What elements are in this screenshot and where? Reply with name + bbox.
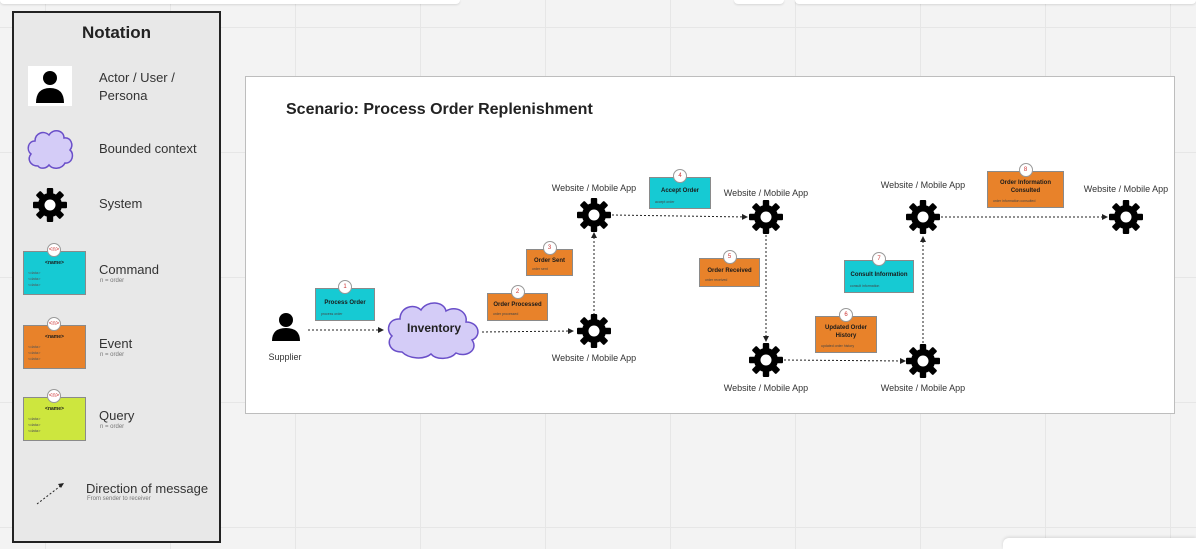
event-sub: n = order: [100, 352, 125, 358]
card-order-badge: 5: [722, 250, 737, 264]
card-title: Accept Order: [660, 188, 699, 194]
connectors: [308, 213, 1108, 364]
command-card-fields: <data> <data> <data>: [28, 270, 41, 287]
command-badge: <n>: [47, 243, 61, 257]
direction-sub: From sender to receiver: [87, 496, 151, 502]
bottom-toolbar[interactable]: [1003, 538, 1196, 549]
card-sub: updated order history: [821, 344, 855, 348]
actor-icon: [28, 66, 72, 106]
card-sub: order sent: [532, 267, 548, 271]
card-sub: order received: [705, 278, 728, 282]
supplier-label: Supplier: [268, 352, 302, 362]
arrow-app4-app5: [783, 357, 906, 364]
card-order-badge: 3: [542, 241, 557, 255]
system-label: Website / Mobile App: [880, 180, 966, 190]
gear-icon: [32, 187, 68, 228]
system-gear-icon[interactable]: [905, 199, 941, 240]
command-sub: n = order: [100, 278, 125, 284]
inventory-bounded-context[interactable]: Inventory: [384, 296, 484, 360]
arrow-app2-app3: [611, 213, 748, 220]
query-card: <name> <data> <data> <data>: [23, 397, 86, 441]
card-title: Updated Order History: [824, 325, 867, 339]
query-card-fields: <data> <data> <data>: [28, 416, 41, 433]
query-label: Query: [99, 408, 135, 423]
bounded-context-label: Bounded context: [99, 141, 197, 156]
supplier-actor-icon: [268, 309, 304, 343]
query-card-title: <name>: [45, 406, 64, 412]
card-order-badge: 4: [673, 169, 687, 183]
card-order-badge: 6: [839, 308, 853, 322]
top-toolbar-small[interactable]: [734, 0, 784, 4]
system-label: Website / Mobile App: [723, 188, 809, 198]
system-gear-icon[interactable]: [748, 342, 784, 383]
card-order-badge: 2: [510, 285, 525, 299]
card-sub: process order: [321, 312, 343, 316]
top-toolbar-right[interactable]: [795, 0, 1196, 4]
actor-label: Actor / User / Persona: [99, 70, 175, 103]
system-gear-icon[interactable]: [576, 313, 612, 354]
top-toolbar[interactable]: [0, 0, 460, 4]
event-badge: <n>: [47, 317, 61, 331]
command-card: <name> <data> <data> <data>: [23, 251, 86, 295]
system-gear-icon[interactable]: [1108, 199, 1144, 240]
system-label: Website / Mobile App: [1083, 184, 1169, 194]
command-card-title: <name>: [45, 260, 64, 266]
card-title: Order Received: [707, 268, 752, 274]
system-gear-icon[interactable]: [748, 199, 784, 240]
system-label: Website / Mobile App: [551, 183, 637, 193]
event-card-fields: <data> <data> <data>: [28, 344, 41, 361]
direction-label: Direction of message: [86, 481, 209, 496]
card-sub: accept order: [655, 200, 675, 204]
scenario-frame[interactable]: Scenario: Process Order Replenishment Su…: [245, 76, 1175, 414]
event-card[interactable]: Order Received order received: [699, 258, 760, 287]
card-title: Order Sent: [533, 258, 565, 264]
system-label: Website / Mobile App: [551, 353, 637, 363]
system-gear-icon[interactable]: [576, 197, 612, 238]
card-title: Process Order: [324, 300, 366, 306]
query-sub: n = order: [100, 424, 125, 430]
direction-arrow-icon: [34, 479, 68, 512]
notation-title: Notation: [82, 23, 151, 42]
card-sub: order processed: [493, 312, 519, 316]
notation-panel[interactable]: Notation Actor / User / Persona Bounded …: [12, 11, 221, 543]
command-label: Command: [99, 262, 159, 277]
card-sub: order information consulted: [993, 199, 1036, 203]
card-title: Order Processed: [493, 302, 542, 308]
event-label: Event: [99, 336, 133, 351]
card-order-badge: 7: [872, 252, 886, 266]
system-gear-icon[interactable]: [905, 343, 941, 384]
cloud-icon: [24, 126, 76, 177]
scenario-title: Scenario: Process Order Replenishment: [286, 101, 593, 118]
event-card-title: <name>: [45, 334, 64, 340]
card-sub: consult information: [850, 284, 880, 288]
system-label: System: [99, 196, 143, 211]
card-title: Order Information Consulted: [999, 180, 1051, 194]
system-label: Website / Mobile App: [880, 383, 966, 393]
card-order-badge: 1: [338, 280, 352, 294]
arrow-inventory-app1: [481, 328, 574, 335]
card-title: Consult Information: [850, 272, 908, 278]
query-badge: <n>: [47, 389, 61, 403]
system-label: Website / Mobile App: [723, 383, 809, 393]
event-card: <name> <data> <data> <data>: [23, 325, 86, 369]
card-order-badge: 8: [1018, 163, 1033, 177]
inventory-label: Inventory: [406, 321, 461, 335]
command-card[interactable]: Consult Information consult information: [844, 260, 914, 293]
